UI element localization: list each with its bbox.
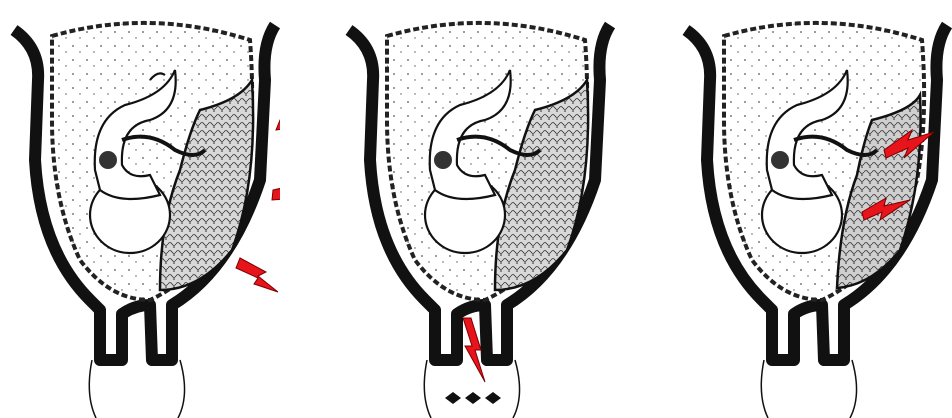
fetal-heart [434,151,452,169]
fetal-heart [771,151,789,169]
panel-3-uterus [672,0,952,418]
panel-2-uterus [335,0,615,418]
red-arrow-lower [236,258,278,292]
black-dots-row [445,392,501,404]
cervix-opening [89,360,184,418]
red-arrow-upper [276,112,280,134]
red-arrow-middle [272,184,280,206]
fetal-heart [99,151,117,169]
panel-1-uterus [0,0,280,418]
cervix-opening [761,360,856,418]
cervix-opening [424,360,519,418]
